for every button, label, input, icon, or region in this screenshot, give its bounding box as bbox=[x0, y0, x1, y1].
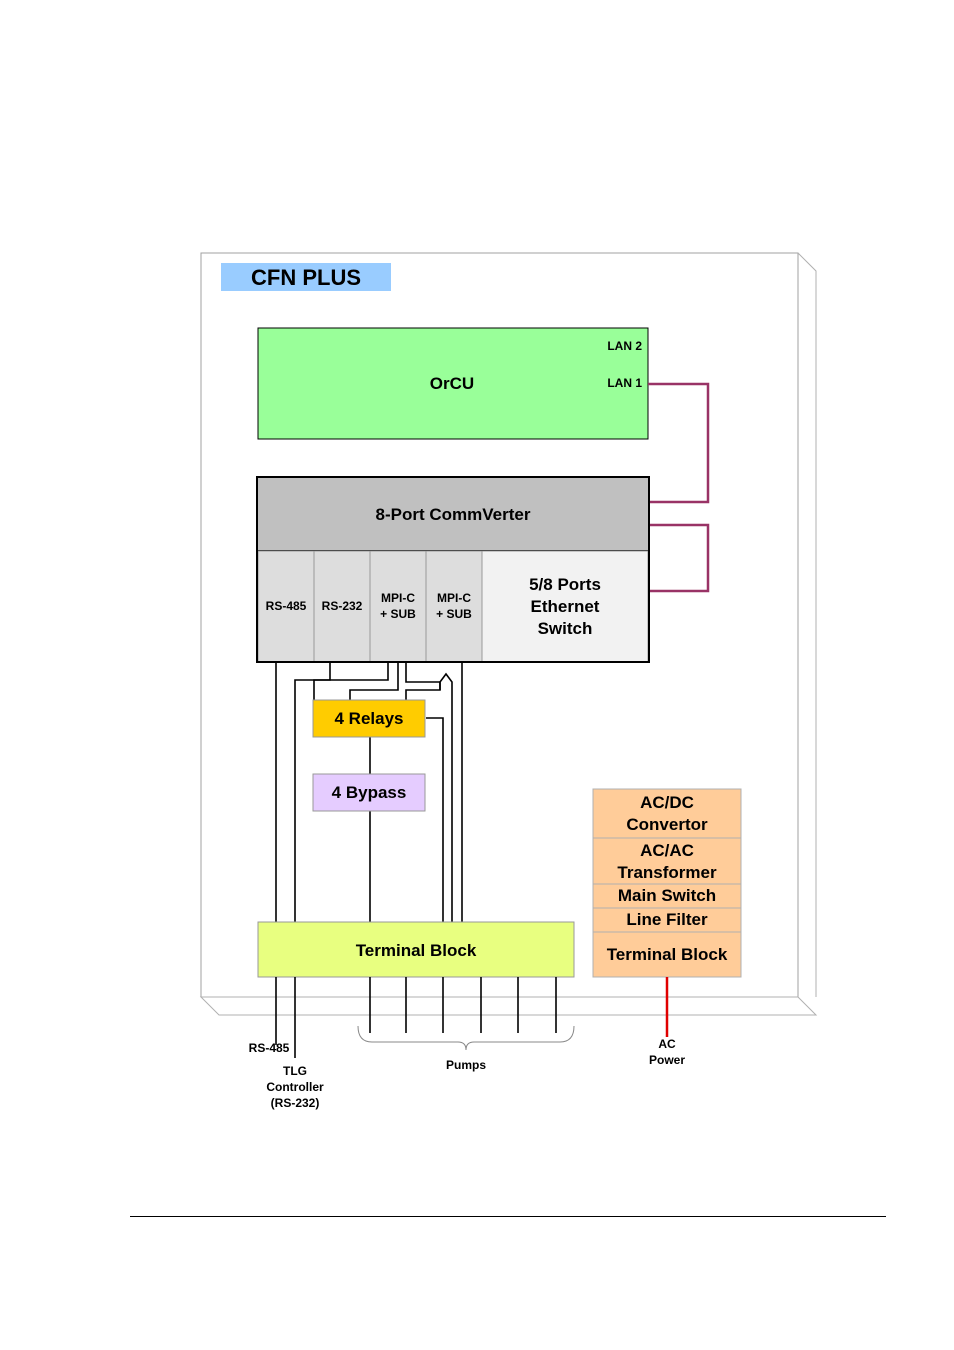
wire-relays-terminal bbox=[426, 717, 444, 922]
orcu-module: OrCU LAN 2 LAN 1 bbox=[257, 327, 649, 440]
power-stack: AC/DC Convertor AC/AC Transformer Main S… bbox=[592, 788, 742, 978]
enclosure-title-text: CFN PLUS bbox=[251, 265, 361, 290]
tlg-label-line3: (RS-232) bbox=[271, 1096, 320, 1110]
terminal-block-label: Terminal Block bbox=[356, 941, 477, 960]
bypass-block: 4 Bypass bbox=[312, 773, 426, 812]
main-switch-box bbox=[592, 883, 742, 909]
wire-relays-2 bbox=[349, 662, 399, 700]
footer-rule bbox=[130, 1216, 886, 1217]
external-wires bbox=[275, 977, 557, 1058]
external-labels: RS-485 TLG Controller (RS-232) Pumps AC … bbox=[249, 1037, 686, 1110]
switch-label-line3: Switch bbox=[538, 619, 593, 638]
ac-power-line2: Power bbox=[649, 1053, 685, 1067]
wiring bbox=[275, 662, 463, 922]
bypass-label: 4 Bypass bbox=[332, 783, 407, 802]
ac-power-line1: AC bbox=[658, 1037, 676, 1051]
port-mpic-1-line2: + SUB bbox=[380, 607, 416, 621]
power-terminal-block-box bbox=[592, 931, 742, 978]
port-rs485-label: RS-485 bbox=[266, 599, 307, 613]
terminal-block: Terminal Block bbox=[257, 921, 575, 978]
port-rs232-label: RS-232 bbox=[322, 599, 363, 613]
wire-relays-1 bbox=[313, 662, 389, 700]
orcu-lan1-label: LAN 1 bbox=[607, 376, 642, 390]
tlg-label-line2: Controller bbox=[266, 1080, 324, 1094]
tlg-label-line1: TLG bbox=[283, 1064, 307, 1078]
lan-links bbox=[648, 382, 710, 593]
pumps-label: Pumps bbox=[446, 1058, 486, 1072]
ethernet-switch bbox=[481, 550, 649, 663]
wire-rs232 bbox=[294, 662, 331, 922]
port-mpic-2-line2: + SUB bbox=[436, 607, 472, 621]
lan1-link bbox=[648, 382, 710, 504]
commverter-label: 8-Port CommVerter bbox=[376, 505, 531, 524]
orcu-label: OrCU bbox=[430, 374, 474, 393]
ext-rs485-label: RS-485 bbox=[249, 1041, 290, 1055]
pumps-brace bbox=[357, 1025, 575, 1051]
port-mpic-1-line1: MPI-C bbox=[381, 591, 415, 605]
acac-line1: AC/AC bbox=[640, 841, 694, 860]
relays-label: 4 Relays bbox=[335, 709, 404, 728]
switch-label-line1: 5/8 Ports bbox=[529, 575, 601, 594]
acdc-line1: AC/DC bbox=[640, 793, 694, 812]
relays-block: 4 Relays bbox=[312, 699, 426, 738]
line-filter-label: Line Filter bbox=[626, 910, 708, 929]
acdc-line2: Convertor bbox=[626, 815, 708, 834]
commverter-module: 8-Port CommVerter RS-485 RS-232 MPI-C + … bbox=[256, 476, 650, 663]
wire-mpic-2a bbox=[439, 672, 453, 922]
port-rs485 bbox=[257, 550, 315, 663]
acac-line2: Transformer bbox=[617, 863, 717, 882]
port-mpic-2-line1: MPI-C bbox=[437, 591, 471, 605]
line-filter-box bbox=[592, 907, 742, 933]
port-mpic-1 bbox=[369, 550, 427, 663]
power-terminal-block-label: Terminal Block bbox=[607, 945, 728, 964]
enclosure-title: CFN PLUS bbox=[221, 263, 391, 291]
switch-loop-link bbox=[648, 523, 710, 593]
switch-label-line2: Ethernet bbox=[531, 597, 600, 616]
orcu-lan2-label: LAN 2 bbox=[607, 339, 642, 353]
main-switch-label: Main Switch bbox=[618, 886, 716, 905]
acdc-convertor-box bbox=[592, 788, 742, 839]
